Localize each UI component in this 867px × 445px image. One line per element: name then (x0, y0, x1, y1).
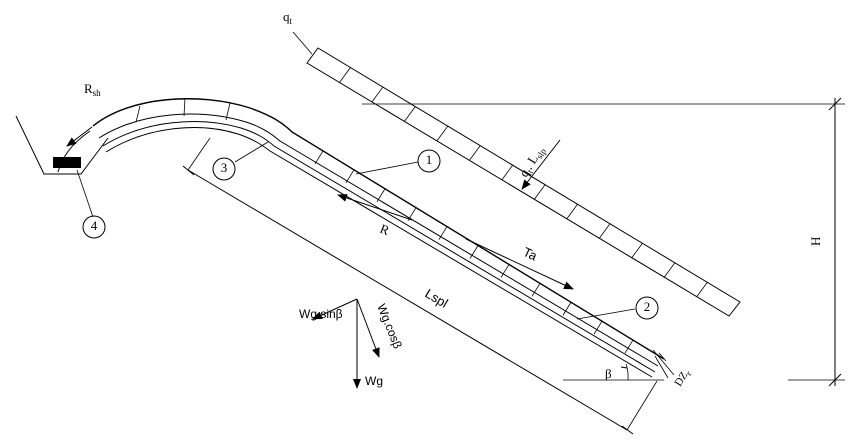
angle-beta (563, 363, 664, 381)
strip-segment (598, 223, 611, 239)
marker-2: 2 (635, 296, 659, 320)
svg-text:4: 4 (91, 218, 98, 233)
svg-text:1: 1 (426, 152, 433, 167)
marker-4: 4 (82, 215, 106, 239)
wg-cos-label: Wg.cosβ (374, 302, 405, 351)
marker-3: 3 (212, 157, 236, 181)
marker-4-leader (76, 169, 94, 218)
wg-sin-arrow (312, 298, 358, 320)
beta-label: β (605, 366, 612, 381)
load-strip (306, 47, 741, 317)
strip-segment (631, 242, 643, 259)
layer-segment (314, 150, 324, 165)
layer-segment (135, 105, 141, 123)
layer-segment (469, 245, 479, 259)
rsh-label: Rsh (84, 81, 101, 98)
qt-label: qt (283, 9, 293, 26)
weight-vectors (312, 298, 380, 389)
layer-segment (438, 226, 448, 240)
layer-segment (376, 188, 386, 202)
layer-segment (531, 283, 541, 297)
layer-segment (225, 102, 231, 121)
load-arrow (521, 139, 561, 190)
r-arrow (337, 194, 413, 221)
marker-1: 1 (417, 149, 441, 173)
length-dimension (182, 137, 658, 435)
layer-segment (345, 169, 355, 184)
strip-segment (696, 281, 708, 298)
strip-segment (436, 125, 449, 142)
wg-cos-arrow (356, 298, 380, 358)
svg-text:2: 2 (644, 299, 651, 314)
strip-segment (468, 145, 481, 161)
marker-1-leader (355, 161, 419, 175)
dz-label: DZr (672, 367, 693, 389)
snow-layer (57, 97, 665, 378)
strip-segment (339, 67, 351, 83)
lspl-label: Lspl (422, 286, 450, 311)
layer-segment (183, 97, 186, 117)
layer-segment (407, 207, 417, 221)
strip-segment (663, 262, 676, 278)
wg-sin-label: Wg.sinβ (299, 307, 343, 321)
svg-text:3: 3 (221, 160, 228, 175)
strip-segment (371, 86, 384, 103)
layer-segment (593, 320, 603, 335)
strip-segment (533, 184, 546, 200)
r-label: R (378, 221, 392, 238)
layer-segment (562, 302, 572, 316)
strip-segment (566, 203, 579, 220)
qt-leader (292, 31, 313, 55)
ta-arrow (465, 238, 574, 290)
strip-segment (404, 106, 416, 122)
layer-segment (624, 339, 634, 354)
layer-segment (500, 264, 510, 278)
retention-block (53, 157, 81, 168)
retention-pocket (15, 115, 109, 175)
h-label: H (808, 237, 823, 246)
marker-2-leader (576, 308, 636, 320)
dz-dimension (652, 349, 675, 379)
ta-label: Ta (521, 244, 540, 264)
height-dimension (362, 97, 845, 387)
strip-segment (501, 164, 514, 181)
wg-label: Wg (365, 374, 383, 388)
rsh-arrow (66, 126, 93, 147)
marker-3-leader (234, 141, 269, 163)
